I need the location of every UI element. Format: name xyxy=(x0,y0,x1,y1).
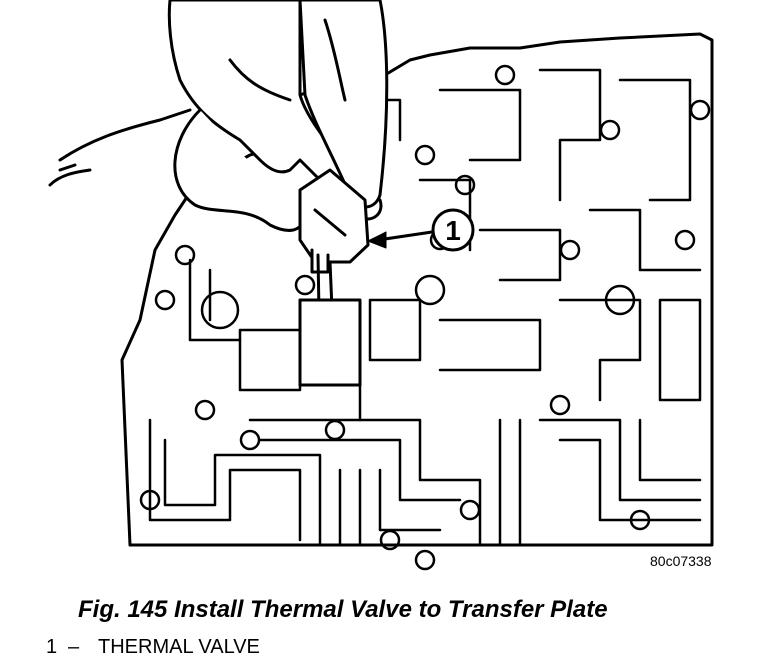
plate-bolt-holes xyxy=(139,64,711,571)
thermal-valve xyxy=(298,168,370,387)
figure-reference-code: 80c07338 xyxy=(650,553,712,569)
plate-passages xyxy=(148,68,702,547)
legend-item-label: THERMAL VALVE xyxy=(98,636,260,658)
legend-item-separator: – xyxy=(68,636,80,658)
legend-list: 1–THERMAL VALVE xyxy=(46,636,260,659)
callout-number: 1 xyxy=(445,215,461,246)
callout-marker: 1 xyxy=(431,208,475,252)
legend-item-number: 1 xyxy=(46,636,58,658)
callout-arrow xyxy=(367,230,434,249)
hand-drawing xyxy=(48,0,389,232)
transfer-plate-illustration: 1 xyxy=(48,0,714,571)
figure-caption: Fig. 145 Install Thermal Valve to Transf… xyxy=(78,596,608,623)
legend-item: 1–THERMAL VALVE xyxy=(46,636,260,659)
